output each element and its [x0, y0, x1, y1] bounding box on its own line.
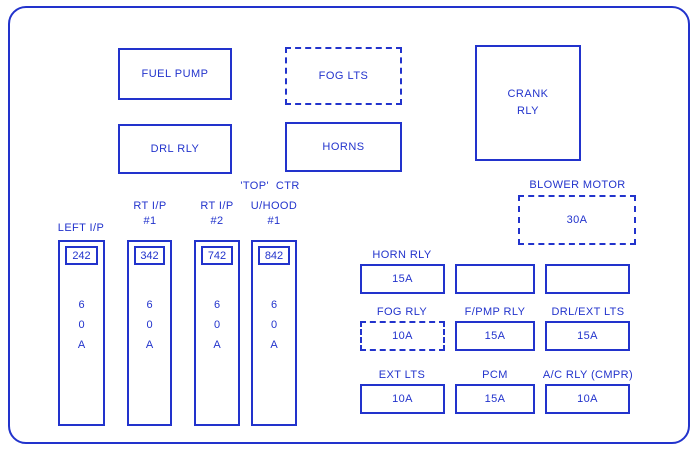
amp-char: 6 [78, 299, 85, 311]
ext-lts-label: EXT LTS [378, 369, 426, 381]
ac-rly-cmpr-fuse-box: 10A [545, 384, 630, 414]
drl-ext-lts-fuse-box: 15A [545, 321, 630, 351]
column-sub: #1 [143, 215, 157, 227]
crank-rly-relay-box: CRANK RLY [475, 45, 581, 161]
drl-rly-label: DRL RLY [150, 143, 200, 155]
fuse-number-box: 242 [65, 246, 98, 265]
pcm-label: PCM [482, 369, 508, 381]
fuse-column-uhood-1-label: U/HOOD #1 [239, 199, 309, 229]
fuse-column-left-ip: 242 6 0 A [58, 240, 105, 426]
fuse-column-rt-ip-1: 342 6 0 A [127, 240, 172, 426]
empty-fuse-box-1 [455, 264, 535, 294]
blower-motor-amp: 30A [566, 214, 588, 226]
blower-motor-fuse-box: 30A [518, 195, 636, 245]
amp-char: 0 [146, 319, 153, 331]
horn-rly-amp: 15A [392, 273, 413, 285]
empty-fuse-box-2 [545, 264, 630, 294]
amp-char: A [213, 339, 221, 351]
fpmp-rly-amp: 15A [484, 330, 506, 342]
horns-label: HORNS [322, 141, 365, 153]
fuse-amp-stack: 6 0 A [253, 295, 295, 355]
fuel-pump-label: FUEL PUMP [141, 68, 209, 80]
fuse-column-rt-ip-2-label: RT I/P #2 [182, 199, 252, 229]
drl-rly-relay-box: DRL RLY [118, 124, 232, 174]
fog-rly-label: FOG RLY [376, 306, 428, 318]
ext-lts-amp: 10A [392, 393, 413, 405]
column-sub: #2 [210, 215, 224, 227]
crank-rly-line2: RLY [516, 105, 540, 117]
amp-char: 6 [270, 299, 278, 311]
pcm-amp: 15A [484, 393, 506, 405]
horn-rly-fuse-box: 15A [360, 264, 445, 294]
amp-char: 6 [146, 299, 153, 311]
top-ctr-label: 'TOP' CTR [240, 180, 300, 192]
fog-lts-label: FOG LTS [318, 70, 369, 82]
amp-char: 0 [78, 319, 85, 331]
column-name: RT I/P [133, 200, 167, 212]
amp-char: 6 [213, 299, 221, 311]
fuse-amp-stack: 6 0 A [196, 295, 238, 355]
fpmp-rly-fuse-box: 15A [455, 321, 535, 351]
column-name: RT I/P [200, 200, 234, 212]
fuse-amp-stack: 6 0 A [60, 295, 103, 355]
drl-ext-lts-amp: 15A [577, 330, 598, 342]
pcm-fuse-box: 15A [455, 384, 535, 414]
fuse-number-box: 342 [133, 246, 166, 265]
amp-char: A [77, 339, 86, 351]
ac-rly-cmpr-label: A/C RLY (CMPR) [542, 369, 634, 381]
fpmp-rly-label: F/PMP RLY [464, 306, 526, 318]
blower-motor-label: BLOWER MOTOR [529, 179, 626, 191]
horn-rly-label: HORN RLY [372, 249, 432, 261]
fog-lts-relay-box: FOG LTS [285, 47, 402, 105]
fog-rly-fuse-box: 10A [360, 321, 445, 351]
amp-char: 0 [270, 319, 278, 331]
column-name: LEFT I/P [57, 222, 105, 234]
column-sub: #1 [267, 215, 281, 227]
fuse-number-box: 842 [258, 246, 290, 265]
column-name: U/HOOD [250, 200, 298, 212]
fuse-column-rt-ip-1-label: RT I/P #1 [115, 199, 185, 229]
horns-relay-box: HORNS [285, 122, 402, 172]
fuse-number-box: 742 [201, 246, 233, 265]
fuse-amp-stack: 6 0 A [129, 295, 170, 355]
fog-rly-amp: 10A [392, 330, 413, 342]
amp-char: A [270, 339, 278, 351]
crank-rly-line1: CRANK [507, 88, 549, 100]
fuel-pump-relay-box: FUEL PUMP [118, 48, 232, 100]
crank-rly-label: CRANK RLY [507, 86, 548, 120]
fuse-column-uhood-1: 842 6 0 A [251, 240, 297, 426]
amp-char: 0 [213, 319, 221, 331]
diagram-outer-border [8, 6, 690, 444]
fuse-column-left-ip-label: LEFT I/P [46, 221, 116, 236]
amp-char: A [145, 339, 154, 351]
ext-lts-fuse-box: 10A [360, 384, 445, 414]
fuse-column-rt-ip-2: 742 6 0 A [194, 240, 240, 426]
ac-rly-cmpr-amp: 10A [577, 393, 598, 405]
drl-ext-lts-label: DRL/EXT LTS [551, 306, 625, 318]
